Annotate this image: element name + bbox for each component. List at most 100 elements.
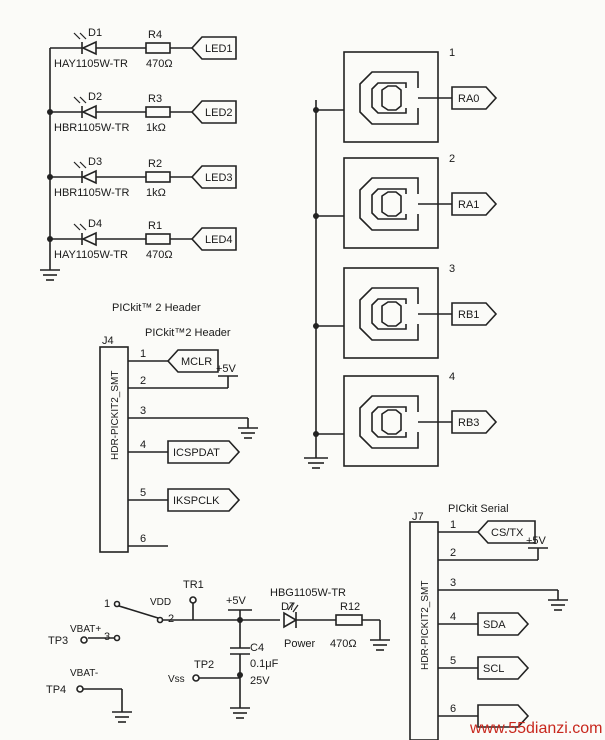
pin-number: 6 xyxy=(450,703,456,715)
pin-net-label: +5V xyxy=(526,535,547,547)
pin-number: 5 xyxy=(450,655,456,667)
j4-ref: J4 xyxy=(102,335,114,347)
vbat-plus-label: VBAT+ xyxy=(70,624,101,635)
diode-part: HBR1105W-TR xyxy=(54,187,129,199)
pin-number: 6 xyxy=(140,533,146,545)
cap-val: 0.1μF xyxy=(250,658,279,670)
j4-part: HDR-PICKIT2_SMT xyxy=(110,371,121,460)
serial-title: PICkit Serial xyxy=(448,503,509,515)
led-net-label: LED4 xyxy=(205,234,233,246)
pin-number: 4 xyxy=(450,611,456,623)
pin-net-label: SDA xyxy=(483,619,506,631)
pin-net-label: SCL xyxy=(483,663,504,675)
diode-ref: D3 xyxy=(88,156,102,168)
pad-section xyxy=(304,100,328,469)
led-net-label: LED1 xyxy=(205,43,233,55)
pad-net-label: RA1 xyxy=(458,199,479,211)
diode-part: HBR1105W-TR xyxy=(54,122,129,134)
vdd-label: VDD xyxy=(150,597,171,608)
pickit-serial: PICkit Serial J7 HDR-PICKIT2_SMT xyxy=(409,503,509,740)
resistor-ref: R3 xyxy=(148,93,162,105)
pin-net-label: ICSPDAT xyxy=(173,447,220,459)
pickit-header: PICkit™ 2 Header PICkit™2 Header J4 HDR-… xyxy=(99,302,231,553)
pin-net-label: MCLR xyxy=(181,356,212,368)
pin-number: 4 xyxy=(140,439,146,451)
svg-text:2: 2 xyxy=(168,613,174,625)
vss-label: Vss xyxy=(168,674,185,685)
led-net-label: LED3 xyxy=(205,172,233,184)
led-section xyxy=(40,48,60,281)
pad-number: 3 xyxy=(449,263,455,275)
header-pin: 6 xyxy=(128,533,168,547)
pin-number: 3 xyxy=(140,405,146,417)
resistor-value: 1kΩ xyxy=(146,122,166,134)
cap-ref: C4 xyxy=(250,642,264,654)
power-section: 1 3 2 VDD TR1 VBAT+ TP3 VBAT- TP4 +5V xyxy=(46,579,390,723)
diode-ref: D4 xyxy=(88,218,102,230)
svg-text:1: 1 xyxy=(104,598,110,610)
watermark: www.55dianzi.com xyxy=(469,720,603,737)
pin-net-label: +5V xyxy=(216,363,237,375)
power-res-val: 470Ω xyxy=(330,638,357,650)
tr1-label: TR1 xyxy=(183,579,204,591)
pin-number: 3 xyxy=(450,577,456,589)
header-title-1: PICkit™ 2 Header xyxy=(112,302,201,314)
header-pin: 1CS/TX xyxy=(438,519,536,544)
pad-net-label: RB3 xyxy=(458,417,479,429)
diode-part: HAY1105W-TR xyxy=(54,58,128,70)
header-pin: 2 +5V xyxy=(128,363,238,389)
pad-net-label: RA0 xyxy=(458,93,479,105)
j7-ref: J7 xyxy=(412,511,424,523)
led-net-label: LED2 xyxy=(205,107,233,119)
resistor-value: 470Ω xyxy=(146,58,173,70)
power-led-ref: D7 xyxy=(281,601,295,613)
pin-net-label: CS/TX xyxy=(491,527,524,539)
tp3-label: TP3 xyxy=(48,635,68,647)
pin-number: 2 xyxy=(450,547,456,559)
cap-volt: 25V xyxy=(250,675,270,687)
vbat-minus-label: VBAT- xyxy=(70,668,98,679)
diode-ref: D2 xyxy=(88,91,102,103)
header-pin: 3 xyxy=(128,405,258,439)
diode-part: HAY1105W-TR xyxy=(54,249,128,261)
pin-net-label: IKSPCLK xyxy=(173,495,220,507)
header-pin: 6 xyxy=(438,703,530,728)
pin-number: 5 xyxy=(140,487,146,499)
power-led-part: HBG1105W-TR xyxy=(270,587,346,599)
resistor-ref: R4 xyxy=(148,29,162,41)
power-led-name: Power xyxy=(284,638,316,650)
resistor-value: 470Ω xyxy=(146,249,173,261)
resistor-value: 1kΩ xyxy=(146,187,166,199)
header-title-2: PICkit™2 Header xyxy=(145,327,231,339)
header-pin: 3 xyxy=(438,577,568,611)
pin-number: 1 xyxy=(450,519,456,531)
pad-number: 4 xyxy=(449,371,455,383)
power-res-ref: R12 xyxy=(340,601,360,613)
svg-text:3: 3 xyxy=(104,631,110,643)
j7-part: HDR-PICKIT2_SMT xyxy=(420,581,431,670)
pin-number: 1 xyxy=(140,348,146,360)
diode-ref: D1 xyxy=(88,27,102,39)
pad-number: 2 xyxy=(449,153,455,165)
pad-number: 1 xyxy=(449,47,455,59)
pad-net-label: RB1 xyxy=(458,309,479,321)
resistor-ref: R1 xyxy=(148,220,162,232)
pin-number: 2 xyxy=(140,375,146,387)
resistor-ref: R2 xyxy=(148,158,162,170)
tp2-label: TP2 xyxy=(194,659,214,671)
plus5-label: +5V xyxy=(226,595,247,607)
